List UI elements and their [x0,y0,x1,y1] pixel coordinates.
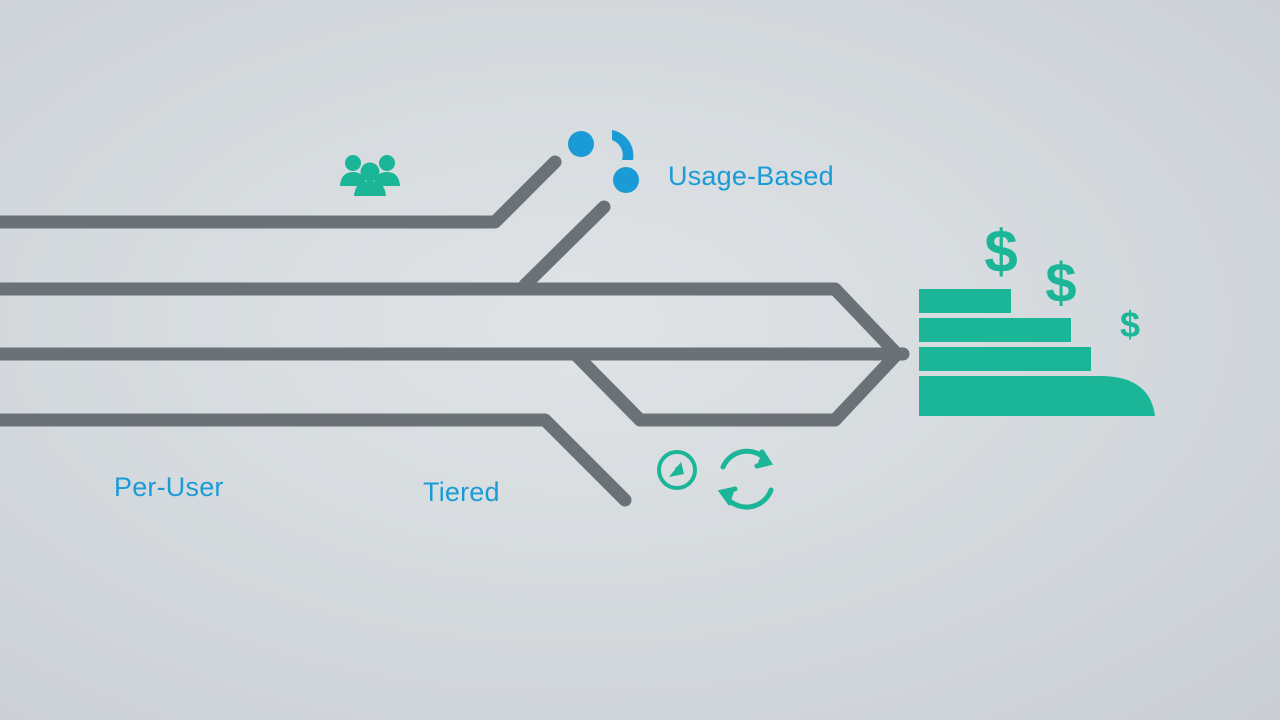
gauge-icon [657,450,697,490]
path-line-tiered [0,413,632,507]
label-usage-based: Usage-Based [668,161,834,191]
dollar-sign-icon: $ [984,218,1017,285]
path-line-usage [0,155,562,229]
dollar-sign-icon: $ [1045,251,1076,314]
users-group-icon [340,155,400,196]
stacked-bars-icon [919,289,1155,416]
label-per-user: Per-User [114,472,224,502]
refresh-cycle-icon [717,448,774,510]
path-line-upper [0,282,904,361]
usage-dots-icon [568,130,639,193]
label-tiered: Tiered [423,477,500,507]
dollar-sign-icon: $ [1120,304,1140,345]
path-line-branch-up [518,200,611,292]
path-line-lower-loop [570,347,904,427]
